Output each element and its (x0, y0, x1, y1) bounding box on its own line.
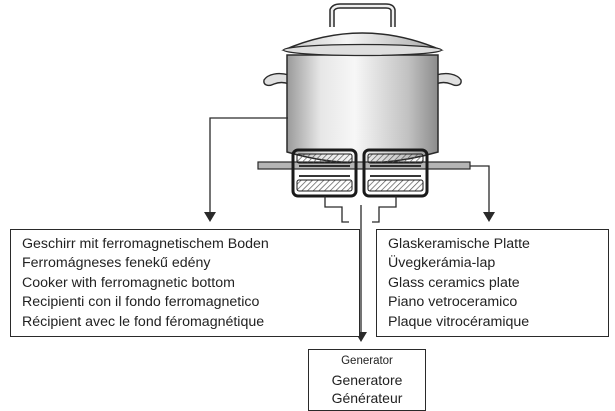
plate-label-fr: Plaque vitrocéramique (388, 313, 530, 330)
generator-label-box: Generator Generatore Générateur (308, 349, 426, 411)
generator-label-en: Generator (341, 355, 393, 367)
pot-right-handle (435, 72, 462, 87)
plate-label-it: Piano vetroceramico (388, 294, 518, 311)
cookware-arrowhead (204, 212, 216, 222)
plate-label-box: Glaskeramische Platte Üvegkerámia-lap Gl… (376, 229, 609, 337)
coil-wire-right (372, 196, 397, 223)
plate-label-en: Glass ceramics plate (388, 274, 520, 291)
cookware-label-en: Cooker with ferromagnetic bottom (22, 274, 235, 291)
left-induction-coil (291, 148, 358, 198)
pot-lid-rim (282, 43, 443, 57)
plate-label-de: Glaskeramische Platte (388, 236, 530, 252)
pot-pointer-line (209, 117, 288, 214)
pot-lid-handle (329, 3, 396, 27)
plate-label-hu: Üvegkerámia-lap (388, 255, 496, 272)
cookware-label-de: Geschirr mit ferromagnetischem Boden (22, 236, 269, 252)
cookware-label-box: Geschirr mit ferromagnetischem Boden Fer… (10, 229, 360, 337)
right-induction-coil (362, 148, 429, 198)
connector-lines (209, 117, 490, 334)
pot-drawing (263, 3, 462, 164)
generator-label-fr: Générateur (331, 390, 403, 407)
cookware-label-hu: Ferromágneses fenekű edény (22, 255, 211, 272)
plate-arrowhead (483, 212, 495, 222)
generator-label-it: Generatore (331, 371, 403, 388)
coil-wire-left (324, 196, 349, 223)
plate-pointer-line (470, 165, 490, 214)
cookware-label-it: Recipienti con il fondo ferromagnetico (22, 294, 260, 311)
pot-body (286, 54, 439, 164)
pot-left-handle (263, 72, 290, 87)
cookware-label-fr: Récipient avec le fond féromagnétique (22, 313, 265, 330)
